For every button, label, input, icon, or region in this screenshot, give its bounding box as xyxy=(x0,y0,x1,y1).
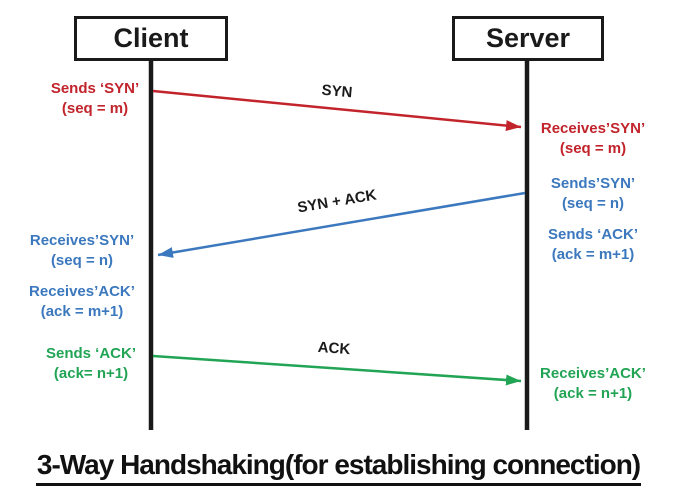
note-line: Sends ‘ACK’ xyxy=(45,345,136,362)
note-line: (seq = n) xyxy=(50,252,114,269)
server-receives-syn-note: Receives’SYN’ (seq = m) xyxy=(508,119,677,159)
note-line: Receives’ACK’ xyxy=(29,283,135,300)
client-label: Client xyxy=(113,23,189,53)
syn-arrow xyxy=(152,89,522,132)
client-receives-ack-note: Receives’ACK’ (ack = m+1) xyxy=(0,282,167,322)
note-line: Receives’SYN’ xyxy=(540,120,646,137)
note-line: Receives’ACK’ xyxy=(540,365,646,382)
note-line: (seq = m) xyxy=(559,140,627,157)
note-line: Receives’SYN’ xyxy=(29,232,135,249)
note-line: (seq = n) xyxy=(561,195,625,212)
note-line: Sends ‘SYN’ xyxy=(50,80,140,97)
server-label: Server xyxy=(485,23,571,53)
client-sends-ack-note: Sends ‘ACK’ (ack= n+1) xyxy=(6,344,176,384)
server-actor-box: Server xyxy=(452,16,604,61)
note-line: (ack= n+1) xyxy=(53,365,129,382)
note-line: (ack = m+1) xyxy=(551,246,635,263)
syn-ack-arrow xyxy=(157,191,526,258)
note-line: (ack = n+1) xyxy=(553,385,633,402)
client-sends-syn-note: Sends ‘SYN’ (seq = m) xyxy=(10,79,180,119)
client-actor-box: Client xyxy=(74,16,228,61)
note-line: Sends’SYN’ xyxy=(550,175,636,192)
diagram-title-text: 3-Way Handshaking(for establishing conne… xyxy=(35,449,641,486)
server-receives-ack-note: Receives’ACK’ (ack = n+1) xyxy=(508,364,677,404)
server-sends-ack-note: Sends ‘ACK’ (ack = m+1) xyxy=(508,225,677,265)
server-sends-syn-note: Sends’SYN’ (seq = n) xyxy=(508,174,677,214)
diagram-title: 3-Way Handshaking(for establishing conne… xyxy=(0,449,677,486)
client-receives-syn-note: Receives’SYN’ (seq = n) xyxy=(0,231,167,271)
ack-arrow xyxy=(152,354,522,386)
note-line: (ack = m+1) xyxy=(40,303,124,320)
note-line: (seq = m) xyxy=(61,100,129,117)
note-line: Sends ‘ACK’ xyxy=(547,226,638,243)
